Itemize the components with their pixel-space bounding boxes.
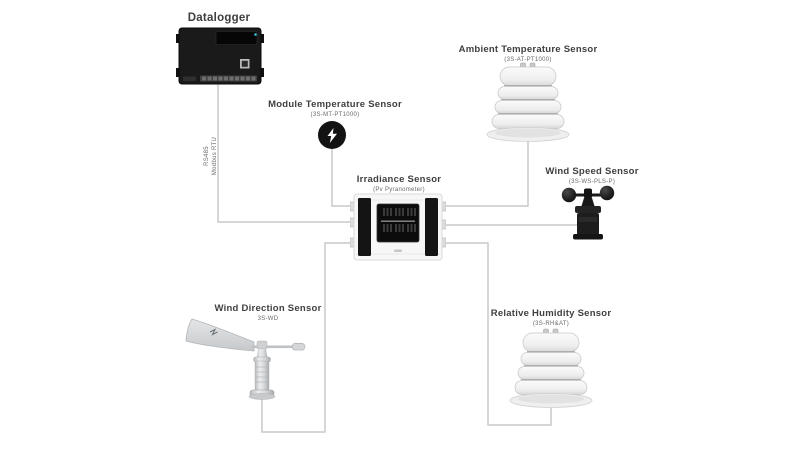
- wind-vane-illustration: [185, 318, 306, 400]
- counterweight: [291, 342, 306, 351]
- wire-irradiance-relative-humidity: [444, 242, 552, 426]
- ambient-temperature-device: [486, 62, 570, 151]
- wind-direction-title: Wind Direction Sensor: [214, 303, 322, 314]
- wire-irradiance-wind-direction: [261, 242, 352, 433]
- label-module-temperature: Module Temperature Sensor (3S-MT-PT1000): [268, 99, 402, 118]
- fin-logo: [209, 328, 218, 336]
- wire-module-temp-irradiance: [331, 148, 352, 207]
- relative-humidity-model: (3S-RH&AT): [532, 320, 570, 327]
- lightning-bolt-icon: [327, 127, 337, 143]
- label-datalogger: Datalogger: [188, 12, 251, 24]
- label-relative-humidity: Relative Humidity Sensor (3S-RH&AT): [491, 308, 612, 327]
- wind-speed-title: Wind Speed Sensor: [545, 166, 639, 177]
- module-temperature-title: Module Temperature Sensor: [268, 99, 402, 110]
- relative-humidity-device: [509, 328, 593, 417]
- wind-direction-device: [178, 315, 308, 406]
- label-ambient-temperature: Ambient Temperature Sensor (3S-AT-PT1000…: [459, 44, 598, 63]
- ambient-temperature-title: Ambient Temperature Sensor: [458, 44, 598, 55]
- irradiance-model: (Pv Pyranometer): [373, 186, 425, 193]
- radiation-shield-illustration: [486, 62, 570, 142]
- module-temperature-device: [318, 121, 346, 149]
- wire-datalogger-irradiance: [217, 84, 352, 223]
- wind-speed-model: (3S-WS-PLS-P): [568, 178, 616, 185]
- pyranometer-illustration: [349, 193, 447, 261]
- vane-mast: [254, 360, 270, 392]
- label-wind-speed: Wind Speed Sensor (3S-WS-PLS-P): [545, 166, 638, 185]
- datalogger-device: [176, 27, 264, 92]
- vane-fin: [185, 318, 255, 352]
- label-irradiance: Irradiance Sensor (Pv Pyranometer): [357, 174, 442, 193]
- wind-direction-model: 3S-WD: [257, 315, 279, 322]
- anemometer-illustration: [561, 185, 615, 240]
- irradiance-title: Irradiance Sensor: [356, 174, 442, 185]
- module-temperature-model: (3S-MT-PT1000): [310, 111, 360, 118]
- status-led: [254, 33, 257, 36]
- label-wind-direction: Wind Direction Sensor 3S-WD: [214, 303, 321, 322]
- relative-humidity-title: Relative Humidity Sensor: [490, 308, 612, 319]
- ambient-temperature-model: (3S-AT-PT1000): [504, 56, 552, 63]
- terminal-strip: [200, 75, 257, 82]
- bus-mode-label: Modbus RTU: [212, 136, 218, 176]
- datalogger-title: Datalogger: [187, 12, 251, 24]
- radiation-shield-illustration: [509, 328, 593, 408]
- display-panel: [215, 31, 258, 45]
- datalogger-illustration: [176, 27, 264, 85]
- wind-speed-device: [560, 184, 626, 247]
- irradiance-device: [349, 193, 447, 270]
- bus-protocol-label: RS485: [204, 146, 210, 166]
- port-block: [183, 76, 196, 81]
- wire-irradiance-ambient-temp: [444, 140, 529, 207]
- vane-rod: [252, 345, 296, 349]
- brand-mark: [394, 249, 402, 252]
